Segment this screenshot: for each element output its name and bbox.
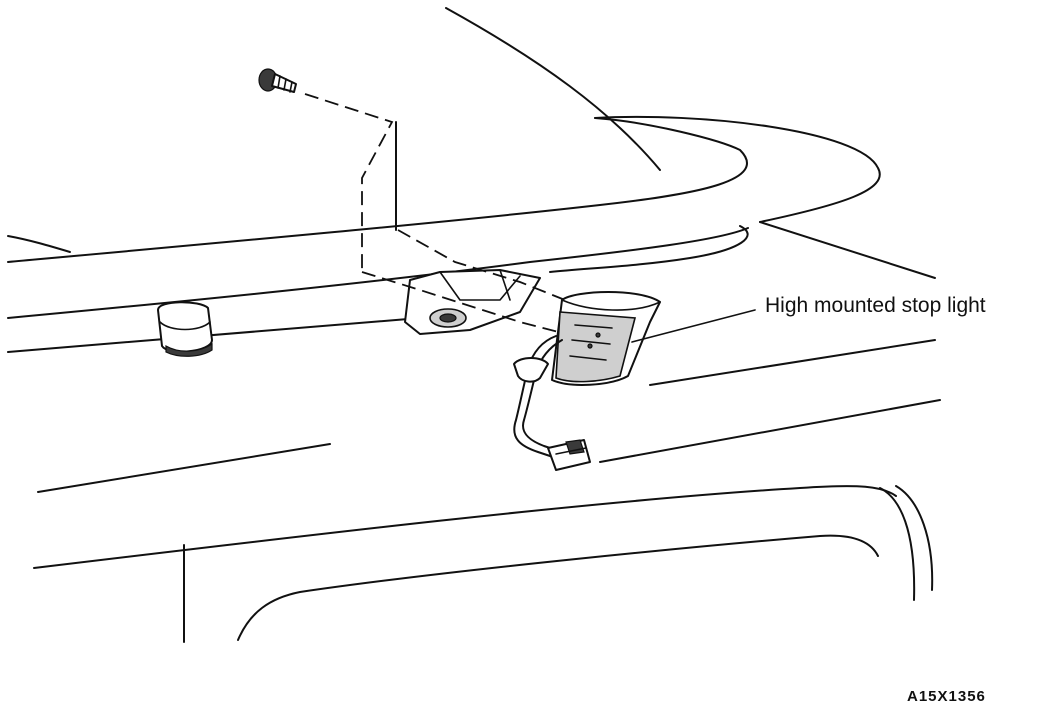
wire-harness: [513, 335, 591, 471]
high-mounted-stop-light: [551, 291, 661, 386]
callout-label-high-mounted-stop-light: High mounted stop light: [765, 294, 986, 317]
callout-leader-line: [631, 309, 756, 343]
installation-path-dashed: [304, 93, 571, 336]
spoiler-left-mount: [157, 301, 213, 357]
rear-spoiler: [7, 115, 936, 353]
spoiler-center-bracket: [404, 269, 541, 335]
trunk-lid-outline: [33, 339, 941, 643]
rear-window-outline: [7, 7, 661, 253]
mounting-screw: [258, 68, 297, 93]
figure-code: A15X1356: [907, 688, 986, 705]
